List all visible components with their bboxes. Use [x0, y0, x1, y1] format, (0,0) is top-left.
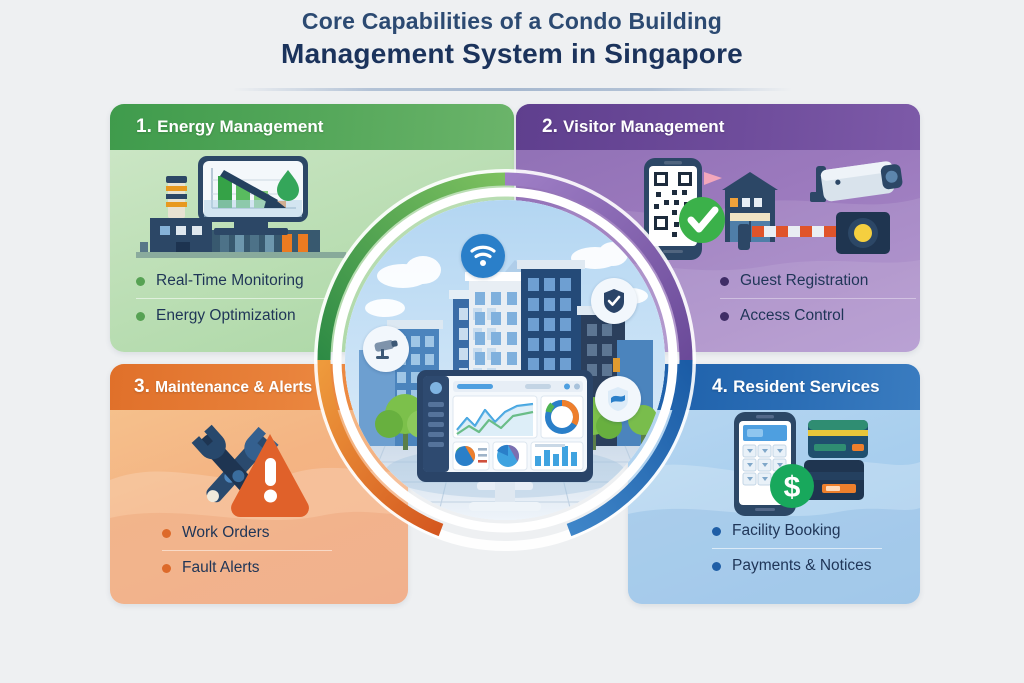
cctv-camera-icon: [363, 326, 409, 372]
bullet-dot-icon: [162, 528, 171, 538]
bullet-dot-icon: [712, 561, 721, 571]
bullet-label: Facility Booking: [732, 522, 841, 539]
bullet-label: Payments & Notices: [732, 557, 872, 574]
title-divider: [232, 88, 792, 91]
bullet-dot-icon: [712, 526, 721, 536]
bullet-separator: [136, 298, 332, 299]
card-maintenance-number: 3.: [134, 376, 156, 397]
bullet-item[interactable]: Payments & Notices: [712, 549, 882, 583]
water-drop-icon: [595, 376, 641, 422]
smart-building-hub: [311, 166, 699, 554]
card-energy-title: 1. Energy Management: [136, 104, 323, 150]
bullet-dot-icon: [720, 311, 729, 321]
factory-energy-chart-icon: [136, 156, 346, 258]
card-maintenance-bullets: Work Orders Fault Alerts: [162, 516, 332, 585]
bullet-dot-icon: [136, 276, 145, 286]
bullet-item[interactable]: Fault Alerts: [162, 551, 332, 585]
card-energy-bullets: Real-Time Monitoring Energy Optimization: [136, 264, 332, 333]
card-energy-number: 1.: [136, 116, 158, 137]
card-resident-bullets: Facility Booking Payments & Notices: [712, 514, 882, 583]
bullet-item[interactable]: Real-Time Monitoring: [136, 264, 332, 298]
title-line-1: Core Capabilities of a Condo Building: [301, 8, 723, 34]
bullet-label: Access Control: [740, 307, 845, 324]
hub-scene: [345, 200, 665, 520]
qr-phone-gate-camera-icon: [644, 158, 903, 260]
card-resident-number: 4.: [712, 376, 734, 397]
bullet-separator: [720, 298, 916, 299]
title-line-2: Management System in Singapore: [281, 38, 743, 69]
bullet-label: Real-Time Monitoring: [156, 272, 304, 289]
svg-text:$: $: [784, 471, 801, 504]
card-resident-title: 4. Resident Services: [712, 364, 880, 410]
bullet-label: Guest Registration: [740, 272, 869, 289]
bullet-label: Energy Optimization: [156, 307, 296, 324]
bullet-item[interactable]: Access Control: [720, 299, 916, 333]
wrench-warning-icon: [191, 424, 309, 517]
card-maintenance-title: 3. Maintenance & Alerts: [134, 364, 312, 410]
card-maintenance-title-text: Maintenance & Alerts: [155, 379, 313, 396]
card-maintenance-background-shape: [110, 467, 408, 604]
hub-quadrant-ring: [314, 169, 696, 551]
card-energy-title-text: Energy Management: [157, 117, 324, 136]
bullet-dot-icon: [136, 311, 145, 321]
bullet-label: Fault Alerts: [182, 559, 260, 576]
bullet-dot-icon: [162, 563, 171, 573]
bullet-separator: [162, 550, 332, 551]
bullet-item[interactable]: Work Orders: [162, 516, 332, 550]
card-visitor-title: 2. Visitor Management: [542, 104, 724, 150]
bullet-separator: [712, 548, 882, 549]
card-visitor-title-text: Visitor Management: [563, 117, 725, 136]
card-resident-title-text: Resident Services: [733, 377, 880, 396]
bullet-item[interactable]: Energy Optimization: [136, 299, 332, 333]
bullet-item[interactable]: Facility Booking: [712, 514, 882, 548]
wifi-icon: [461, 234, 505, 278]
card-energy-header: [110, 104, 514, 150]
card-visitor-number: 2.: [542, 116, 564, 137]
card-visitor-header: [516, 104, 920, 150]
hub-city-scene-icon: [345, 200, 665, 520]
phone-payment-cards-icon: $: [734, 412, 868, 516]
page-title: Core Capabilities of a Condo Building Ma…: [0, 6, 1024, 72]
bullet-item[interactable]: Guest Registration: [720, 264, 916, 298]
shield-check-icon: [591, 278, 637, 324]
bullet-label: Work Orders: [182, 524, 270, 541]
bullet-dot-icon: [720, 276, 729, 286]
card-visitor-bullets: Guest Registration Access Control: [720, 264, 916, 333]
